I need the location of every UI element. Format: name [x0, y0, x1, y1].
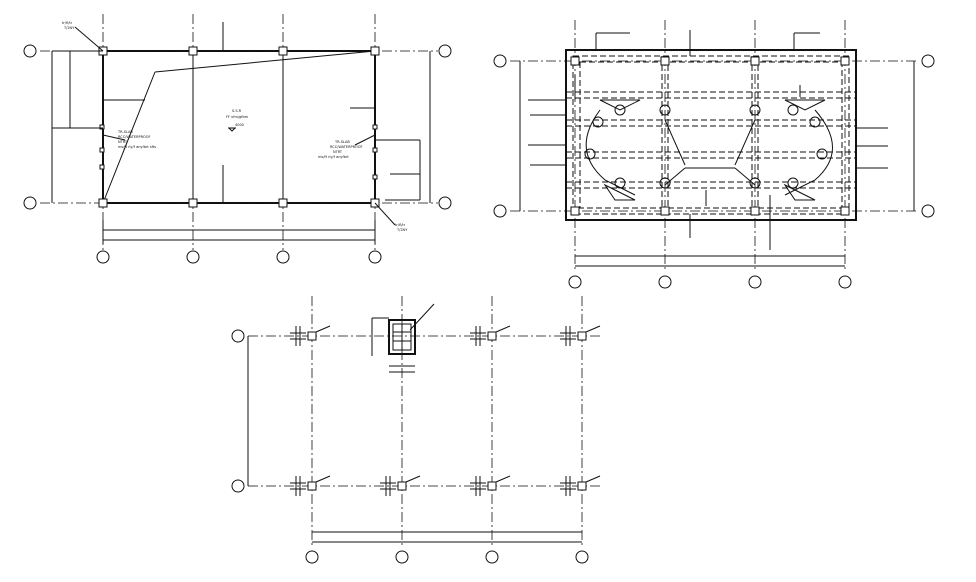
column-a-6 — [188, 198, 198, 208]
slab-plan-a: tr/fl/tr T/2NY S.S.R FF vfm/gfbm 4000 TR… — [23, 14, 452, 264]
grid-bubble-a-bottom-3 — [276, 250, 290, 264]
column-a-4 — [370, 46, 380, 56]
column-a-3 — [278, 46, 288, 56]
column-c-2 — [470, 325, 511, 346]
grid-bubble-a-bottom-2 — [186, 250, 200, 264]
plan-b-outer-outline — [565, 49, 857, 221]
grid-bubble-c-left-top — [231, 329, 245, 343]
grid-bubble-b-right-bottom — [921, 204, 935, 218]
column-a-7 — [278, 198, 288, 208]
grid-bubble-a-right-bottom — [438, 196, 452, 210]
center-note-1: S.S.R — [232, 109, 242, 113]
column-a-5 — [98, 198, 108, 208]
left-note-3: NTRT — [118, 140, 128, 144]
grid-bubble-c-bottom-3 — [485, 550, 499, 564]
column-detail — [388, 319, 416, 355]
grid-bubble-a-right-top — [438, 44, 452, 58]
column-c-5 — [380, 475, 421, 496]
grid-bubble-b-left-bottom — [493, 204, 507, 218]
grid-bubble-b-bottom-1 — [568, 275, 582, 289]
column-layout-plan-c — [231, 296, 601, 564]
grid-bubble-b-bottom-2 — [658, 275, 672, 289]
right-note-3: NTRT — [333, 150, 343, 154]
left-note-1: TR-SLAB — [117, 130, 133, 134]
left-note-4: ms/ft rly/f anyfbrt sfts — [118, 145, 156, 149]
column-c-4 — [290, 475, 331, 496]
note-bottom-right-1: tr/fl/tr — [395, 223, 406, 227]
grid-bubble-a-left-bottom — [23, 196, 37, 210]
framing-plan-b — [493, 20, 935, 289]
grid-bubble-b-bottom-4 — [838, 275, 852, 289]
column-c-1 — [290, 325, 331, 346]
grid-bubble-c-bottom-4 — [575, 550, 589, 564]
grid-bubble-b-bottom-3 — [748, 275, 762, 289]
grid-bubble-c-left-bottom — [231, 479, 245, 493]
note-bottom-right-2: T/2NY — [396, 228, 408, 232]
right-note-2: RCC/WATERPROOF — [330, 145, 363, 149]
column-c-7 — [560, 475, 601, 496]
center-note-3: 4000 — [235, 123, 244, 127]
note-top-left-1: tr/fl/tr — [62, 21, 73, 25]
left-note-2: RCC/WATERPROOF — [118, 135, 151, 139]
column-c-3 — [560, 325, 601, 346]
grid-bubble-c-bottom-1 — [305, 550, 319, 564]
grid-bubble-a-left-top — [23, 44, 37, 58]
right-note-4: ms/ft rly/f anyfbrt — [318, 155, 349, 159]
grid-bubble-a-bottom-4 — [368, 250, 382, 264]
center-note-2: FF vfm/gfbm — [226, 115, 249, 119]
right-note-1: TR-SLAB — [334, 140, 350, 144]
slab-outline — [102, 50, 376, 204]
grid-bubble-a-bottom-1 — [96, 250, 110, 264]
column-c-6 — [470, 475, 511, 496]
note-top-left-2: T/2NY — [63, 26, 75, 30]
grid-bubble-b-right-top — [921, 54, 935, 68]
grid-bubble-c-bottom-2 — [395, 550, 409, 564]
column-a-2 — [188, 46, 198, 56]
grid-bubble-b-left-top — [493, 54, 507, 68]
